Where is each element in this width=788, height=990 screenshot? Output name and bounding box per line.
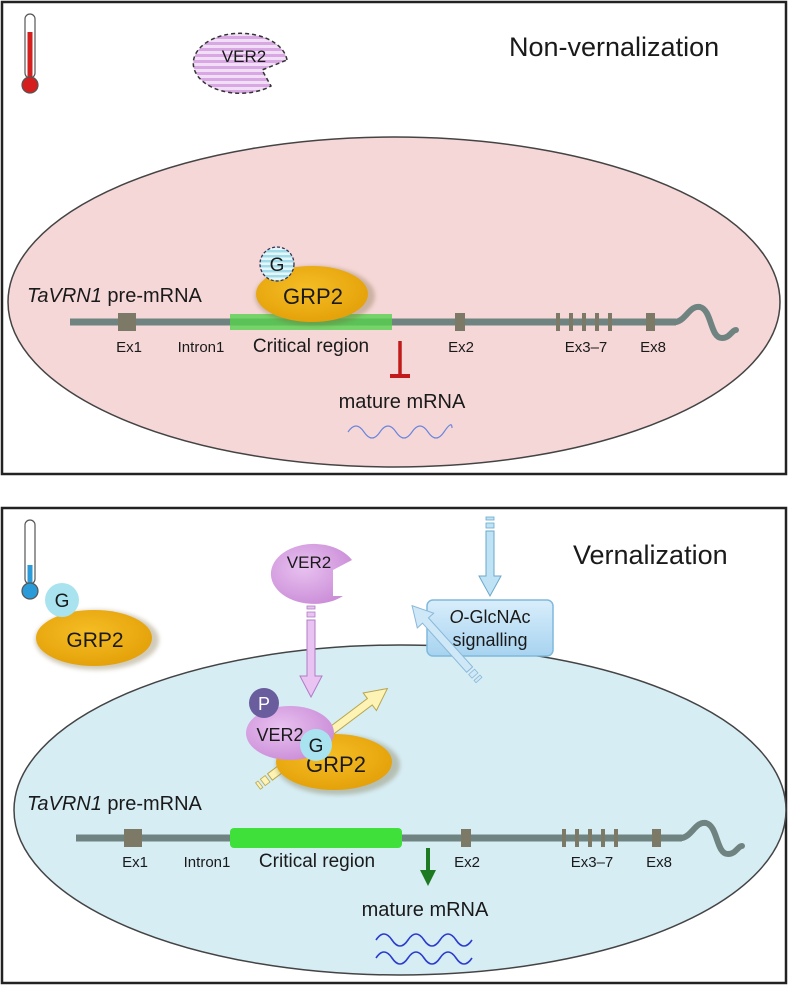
exon5-block <box>582 313 586 331</box>
exon4-block <box>575 829 579 847</box>
oglcnac-signalling-box: O-GlcNAc signalling <box>426 599 554 657</box>
exon5-block <box>588 829 592 847</box>
ex1-label: Ex1 <box>116 339 142 356</box>
grp2-label: GRP2 <box>66 629 123 652</box>
panel-title: Vernalization <box>573 540 728 570</box>
ver2-label: VER2 <box>256 725 303 745</box>
exon3-block <box>562 829 566 847</box>
g-label: G <box>270 255 285 276</box>
g-label: G <box>55 591 70 612</box>
ver2-protein-active: VER2 <box>270 543 352 604</box>
exon7-block <box>614 829 618 847</box>
g-label: G <box>309 736 324 757</box>
intron1-label: Intron1 <box>184 854 231 871</box>
mrna-wave-1 <box>375 933 473 947</box>
inhibition-arrow-icon <box>390 341 410 378</box>
p-label: P <box>258 694 270 714</box>
grp2-label: GRP2 <box>283 284 343 309</box>
panel-vernalization: Vernalization VER2 GRP2 G O-GlcNAc signa… <box>0 506 788 985</box>
nucleus <box>13 644 787 976</box>
ver2-label: VER2 <box>222 47 266 66</box>
premrna-strand <box>76 819 745 858</box>
arrow-oglcnac-to-complex <box>411 604 483 684</box>
glycosylation-g-marker: G <box>259 246 295 282</box>
critical-region-label: Critical region <box>259 851 375 872</box>
signalling-label: signalling <box>452 630 527 650</box>
exon3-block <box>556 313 560 331</box>
ex8-label: Ex8 <box>640 339 666 356</box>
arrow-ver2-to-complex <box>299 605 323 699</box>
ex1-label: Ex1 <box>122 854 148 871</box>
ex37-label: Ex3–7 <box>571 854 614 871</box>
phosphorylation-p-marker: P <box>249 688 279 718</box>
premrna-label: TaVRN1 pre-mRNA <box>27 285 203 307</box>
thermometer-cold-icon <box>21 519 39 600</box>
oglcnac-label: O-GlcNAc <box>449 607 530 627</box>
mrna-wave-faint <box>347 424 453 439</box>
critical-region-label: Critical region <box>253 336 369 357</box>
exon6-block <box>595 313 599 331</box>
mature-mrna-label: mature mRNA <box>339 391 466 413</box>
mature-mrna-label: mature mRNA <box>362 899 489 921</box>
ex8-label: Ex8 <box>646 854 672 871</box>
exon4-block <box>569 313 573 331</box>
thermometer-warm-icon <box>21 13 39 94</box>
exon2-block <box>461 829 471 847</box>
ver2-protein-inactive: VER2 <box>192 32 288 95</box>
exon1-block <box>118 313 136 331</box>
arrow-into-oglcnac <box>478 516 502 598</box>
grp2-protein-bound: GRP2 <box>255 266 375 326</box>
premrna-label: TaVRN1 pre-mRNA <box>27 793 203 815</box>
mrna-wave-2 <box>375 951 473 965</box>
intron1-label: Intron1 <box>178 339 225 356</box>
exon2-block <box>455 313 465 331</box>
ex2-label: Ex2 <box>454 854 480 871</box>
grp2-protein-free: GRP2 <box>35 610 159 670</box>
exon6-block <box>601 829 605 847</box>
exon7-block <box>608 313 612 331</box>
ex37-label: Ex3–7 <box>565 339 608 356</box>
critical-region-bar <box>230 828 402 848</box>
ver2-label: VER2 <box>287 553 331 572</box>
panel-non-vernalization: VER2 Non-vernalization TaVRN1 pre-mRNA <box>0 0 788 476</box>
exon1-block <box>124 829 142 847</box>
nucleus <box>7 136 781 468</box>
glycosylation-g-marker: G <box>300 729 332 761</box>
exon8-block <box>646 313 655 331</box>
panel-title: Non-vernalization <box>509 32 719 62</box>
glycosylation-g-marker: G <box>45 583 79 617</box>
ex2-label: Ex2 <box>448 339 474 356</box>
activation-arrow-icon <box>420 848 436 886</box>
exon8-block <box>652 829 661 847</box>
